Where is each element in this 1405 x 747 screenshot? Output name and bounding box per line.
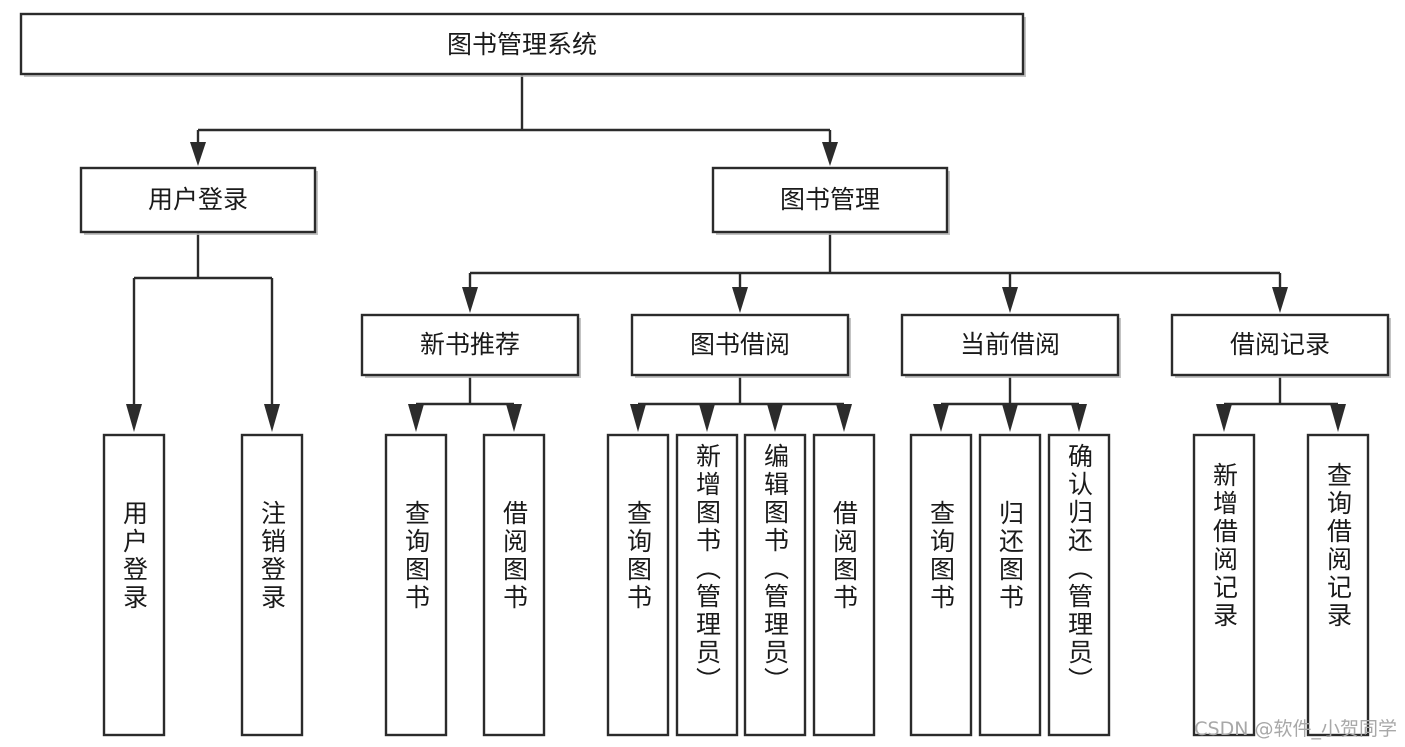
connector-layer <box>126 75 1346 432</box>
arrow-head-leaf-query-record <box>1330 404 1346 432</box>
node-leaf-add-record[interactable] <box>1192 433 1256 737</box>
arrow-head-leaf-return-book <box>1002 404 1018 432</box>
node-current-borrow-label: 当前借阅 <box>960 330 1060 359</box>
arrow-head-leaf-add-record <box>1216 404 1232 432</box>
node-leaf-borrow-book-1[interactable] <box>482 433 546 737</box>
arrow-head-current-borrow <box>1002 287 1018 313</box>
arrow-head-book-borrow <box>732 287 748 313</box>
node-user-login-label: 用户登录 <box>148 185 248 214</box>
node-leaf-query-record[interactable] <box>1306 433 1370 737</box>
node-new-book-recommend[interactable] <box>360 313 580 377</box>
arrow-head-borrow-record <box>1272 287 1288 313</box>
arrow-head-leaf-borrow-book-2 <box>836 404 852 432</box>
node-layer: 图书管理系统 用户登录 图书管理 新书推荐 图书借阅 当前借阅 借阅记录 <box>19 12 1391 737</box>
arrow-head-leaf-confirm-return <box>1071 404 1087 432</box>
node-root[interactable] <box>19 12 1025 76</box>
arrow-head-new-book-recommend <box>462 287 478 313</box>
node-borrow-record[interactable] <box>1170 313 1390 377</box>
arrow-head-book-manage <box>822 142 838 166</box>
arrow-head-leaf-query-book-2 <box>630 404 646 432</box>
node-borrow-record-label: 借阅记录 <box>1230 330 1330 359</box>
node-leaf-confirm-return[interactable] <box>1047 433 1111 737</box>
node-book-borrow-label: 图书借阅 <box>690 330 790 359</box>
node-leaf-query-book-1[interactable] <box>384 433 448 737</box>
arrow-head-leaf-query-book-3 <box>933 404 949 432</box>
node-book-manage[interactable] <box>711 166 949 234</box>
node-root-label: 图书管理系统 <box>447 30 597 59</box>
node-leaf-user-login[interactable] <box>102 433 166 737</box>
node-new-book-recommend-label: 新书推荐 <box>420 330 520 359</box>
arrow-head-leaf-borrow-book-1 <box>506 404 522 432</box>
arrow-head-leaf-user-login <box>126 404 142 432</box>
arrow-head-leaf-add-book <box>699 404 715 432</box>
arrow-head-leaf-edit-book <box>767 404 783 432</box>
arrow-head-leaf-query-book-1 <box>408 404 424 432</box>
arrow-head-leaf-logout <box>264 404 280 432</box>
node-leaf-query-book-3[interactable] <box>909 433 973 737</box>
node-book-borrow[interactable] <box>630 313 850 377</box>
node-leaf-logout[interactable] <box>240 433 304 737</box>
node-book-manage-label: 图书管理 <box>780 185 880 214</box>
node-user-login[interactable] <box>79 166 317 234</box>
node-leaf-borrow-book-2[interactable] <box>812 433 876 737</box>
node-leaf-add-book[interactable] <box>675 433 739 737</box>
node-leaf-query-book-2[interactable] <box>606 433 670 737</box>
node-leaf-edit-book[interactable] <box>743 433 807 737</box>
node-leaf-return-book[interactable] <box>978 433 1042 737</box>
node-current-borrow[interactable] <box>900 313 1120 377</box>
arrow-head-user-login <box>190 142 206 166</box>
